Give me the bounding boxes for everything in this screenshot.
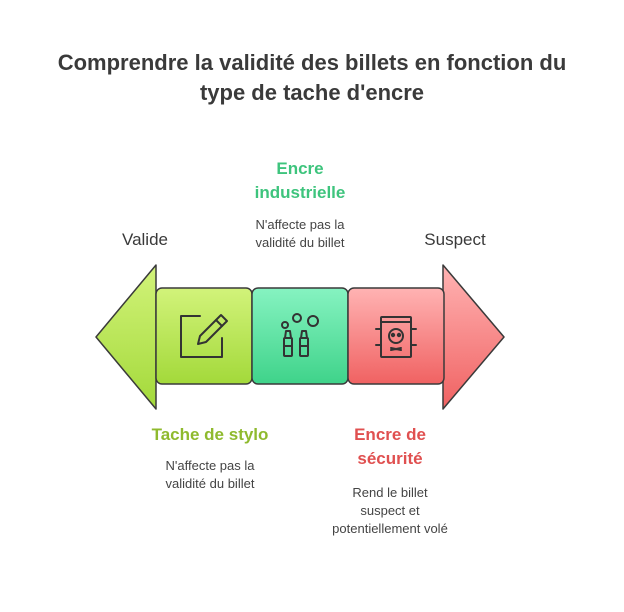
item-pen-stain-heading: Tache de stylo (151, 425, 269, 444)
title-line-1: Comprendre la validité des billets en fo… (57, 50, 567, 75)
title-line-2: type de tache d'encre (199, 80, 425, 105)
item-industrial-ink-heading: Encre industrielle (254, 159, 346, 202)
right-arrowhead (442, 264, 505, 410)
pen-on-paper-icon (180, 314, 228, 358)
segment-security-ink (347, 287, 445, 385)
item-security-ink-desc: Rend le billet suspect et potentiellemen… (332, 485, 448, 536)
pole-right-label: Suspect (424, 230, 486, 249)
item-industrial-ink-desc: N'affecte pas la validité du billet (255, 217, 345, 250)
segment-industrial-ink (251, 287, 349, 385)
left-arrowhead (95, 264, 157, 410)
item-security-ink-heading: Encre de sécurité (354, 425, 426, 468)
item-pen-stain-desc: N'affecte pas la validité du billet (165, 458, 255, 491)
ink-bottles-icon (281, 313, 319, 357)
skull-box-icon (375, 316, 417, 358)
diagram-title: Comprendre la validité des billets en fo… (0, 48, 624, 108)
segment-pen-stain (155, 287, 253, 385)
pole-left-label: Valide (122, 230, 168, 249)
